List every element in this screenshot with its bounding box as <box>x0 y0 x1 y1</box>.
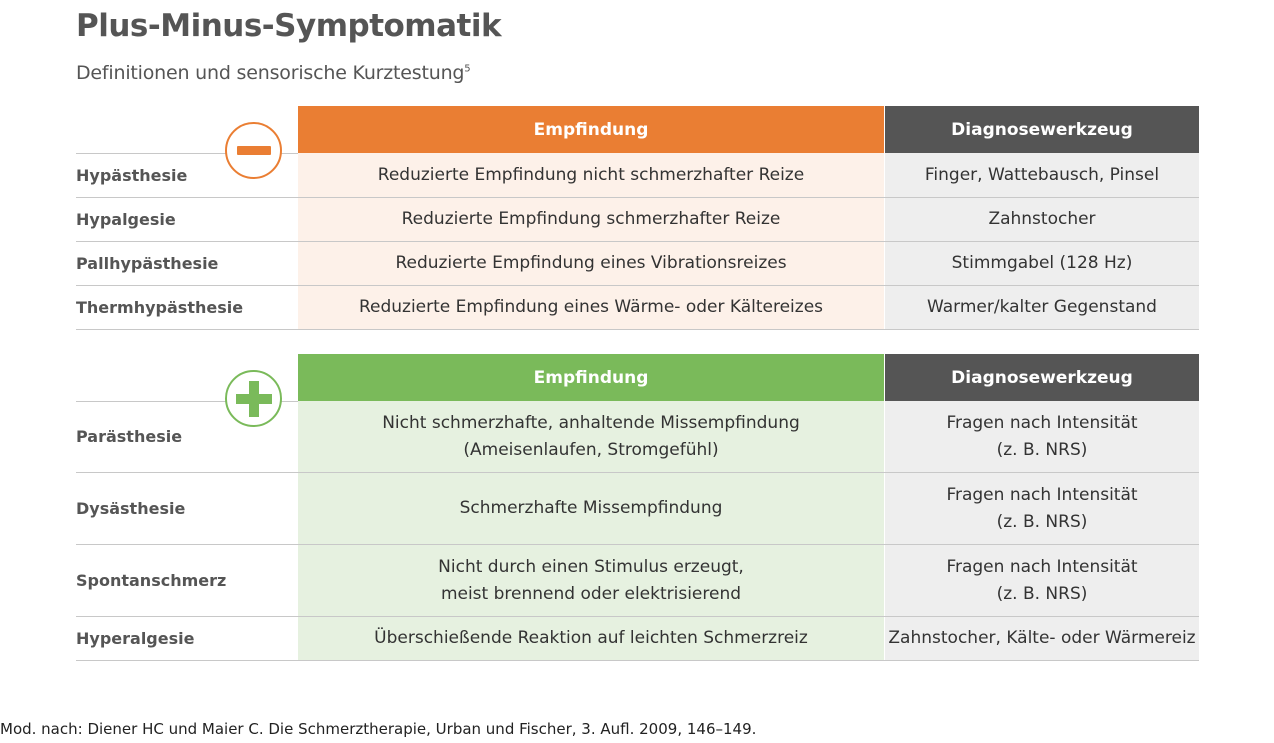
tool-line: Zahnstocher, Kälte- oder Wärmereiz <box>888 628 1196 648</box>
table-header: Empfindung Diagnosewerkzeug <box>76 354 1199 427</box>
plus-badge <box>225 370 282 427</box>
definition-cell: Nicht durch einen Stimulus erzeugt, meis… <box>298 545 884 616</box>
tool-cell: Finger, Wattebausch, Pinsel <box>885 153 1199 197</box>
definition-line: Reduzierte Empfindung eines Vibrationsre… <box>395 253 787 273</box>
definition-cell: Reduzierte Empfindung eines Wärme- oder … <box>298 286 884 329</box>
tool-cell: Stimmgabel (128 Hz) <box>885 242 1199 285</box>
definition-line: Reduzierte Empfindung nicht schmerzhafte… <box>377 164 805 185</box>
tool-line: Fragen nach Intensität <box>946 484 1138 505</box>
minus-symptoms-table: Empfindung Diagnosewerkzeug Hypästhesie … <box>76 106 1199 330</box>
tool-line: (z. B. NRS) <box>996 439 1088 460</box>
subtitle-text: Definitionen und sensorische Kurztestung <box>76 62 465 84</box>
tool-line: (z. B. NRS) <box>996 511 1088 532</box>
plus-symptoms-table: Empfindung Diagnosewerkzeug Parästhesie … <box>76 354 1199 661</box>
tool-line: Zahnstocher <box>988 209 1096 229</box>
definition-cell: Reduzierte Empfindung nicht schmerzhafte… <box>298 153 884 197</box>
minus-icon <box>236 146 271 155</box>
tool-line: (z. B. NRS) <box>996 583 1088 604</box>
header-divider <box>76 153 298 154</box>
definition-cell: Nicht schmerzhafte, anhaltende Missempfi… <box>298 401 884 472</box>
definition-line: Überschießende Reaktion auf leichten Sch… <box>374 628 808 648</box>
table-header: Empfindung Diagnosewerkzeug <box>76 106 1199 179</box>
tool-line: Finger, Wattebausch, Pinsel <box>924 164 1160 185</box>
subtitle-reference: 5 <box>464 63 471 75</box>
term-cell: Spontanschmerz <box>76 571 227 590</box>
table-row: Dysästhesie Schmerzhafte Missempfindung … <box>76 473 1199 545</box>
table-row: Hypästhesie Reduzierte Empfindung nicht … <box>76 153 1199 198</box>
definition-cell: Überschießende Reaktion auf leichten Sch… <box>298 617 884 660</box>
definition-line: Reduzierte Empfindung eines Wärme- oder … <box>358 297 824 317</box>
header-empfindung: Empfindung <box>298 354 884 401</box>
table-row: Hyperalgesie Überschießende Reaktion auf… <box>76 617 1199 661</box>
term-cell: Thermhypästhesie <box>76 298 244 317</box>
tool-line: Warmer/kalter Gegenstand <box>927 297 1157 317</box>
plus-icon <box>235 380 272 417</box>
tool-line: Fragen nach Intensität <box>946 412 1138 433</box>
term-cell: Hypalgesie <box>76 210 176 229</box>
tool-cell: Warmer/kalter Gegenstand <box>885 286 1199 329</box>
source-footnote: Mod. nach: Diener HC und Maier C. Die Sc… <box>0 720 757 738</box>
tool-cell: Zahnstocher, Kälte- oder Wärmereiz <box>885 617 1199 660</box>
term-cell: Parästhesie <box>76 427 183 446</box>
page-title: Plus-Minus-Symptomatik <box>76 8 502 44</box>
page-subtitle: Definitionen und sensorische Kurztestung… <box>76 62 471 84</box>
definition-line: Nicht durch einen Stimulus erzeugt, <box>438 556 744 577</box>
term-cell: Hypästhesie <box>76 165 188 185</box>
tool-cell: Fragen nach Intensität (z. B. NRS) <box>885 401 1199 472</box>
table-row: Spontanschmerz Nicht durch einen Stimulu… <box>76 545 1199 617</box>
term-cell: Dysästhesie <box>76 499 186 518</box>
definition-cell: Schmerzhafte Missempfindung <box>298 473 884 544</box>
table-row: Thermhypästhesie Reduzierte Empfindung e… <box>76 286 1199 330</box>
definition-cell: Reduzierte Empfindung eines Vibrationsre… <box>298 242 884 285</box>
definition-line: Reduzierte Empfindung schmerzhafter Reiz… <box>401 209 781 229</box>
table-row: Pallhypästhesie Reduzierte Empfindung ei… <box>76 242 1199 286</box>
definition-cell: Reduzierte Empfindung schmerzhafter Reiz… <box>298 198 884 241</box>
tool-line: Fragen nach Intensität <box>946 556 1138 577</box>
tool-cell: Fragen nach Intensität (z. B. NRS) <box>885 545 1199 616</box>
header-diagnosewerkzeug: Diagnosewerkzeug <box>885 354 1199 401</box>
header-diagnosewerkzeug: Diagnosewerkzeug <box>885 106 1199 153</box>
tool-line: Stimmgabel (128 Hz) <box>951 253 1133 273</box>
term-cell: Hyperalgesie <box>76 629 195 648</box>
tool-cell: Zahnstocher <box>885 198 1199 241</box>
table-row: Hypalgesie Reduzierte Empfindung schmerz… <box>76 198 1199 242</box>
minus-badge <box>225 122 282 179</box>
tool-cell: Fragen nach Intensität (z. B. NRS) <box>885 473 1199 544</box>
definition-line: Schmerzhafte Missempfindung <box>459 498 723 518</box>
table-row: Parästhesie Nicht schmerzhafte, anhalten… <box>76 401 1199 473</box>
definition-line: (Ameisenlaufen, Stromgefühl) <box>463 439 719 460</box>
definition-line: Nicht schmerzhafte, anhaltende Missempfi… <box>382 412 800 433</box>
header-empfindung: Empfindung <box>298 106 884 153</box>
header-divider <box>76 401 298 402</box>
definition-line: meist brennend oder elektrisierend <box>440 583 742 604</box>
term-cell: Pallhypästhesie <box>76 254 219 273</box>
